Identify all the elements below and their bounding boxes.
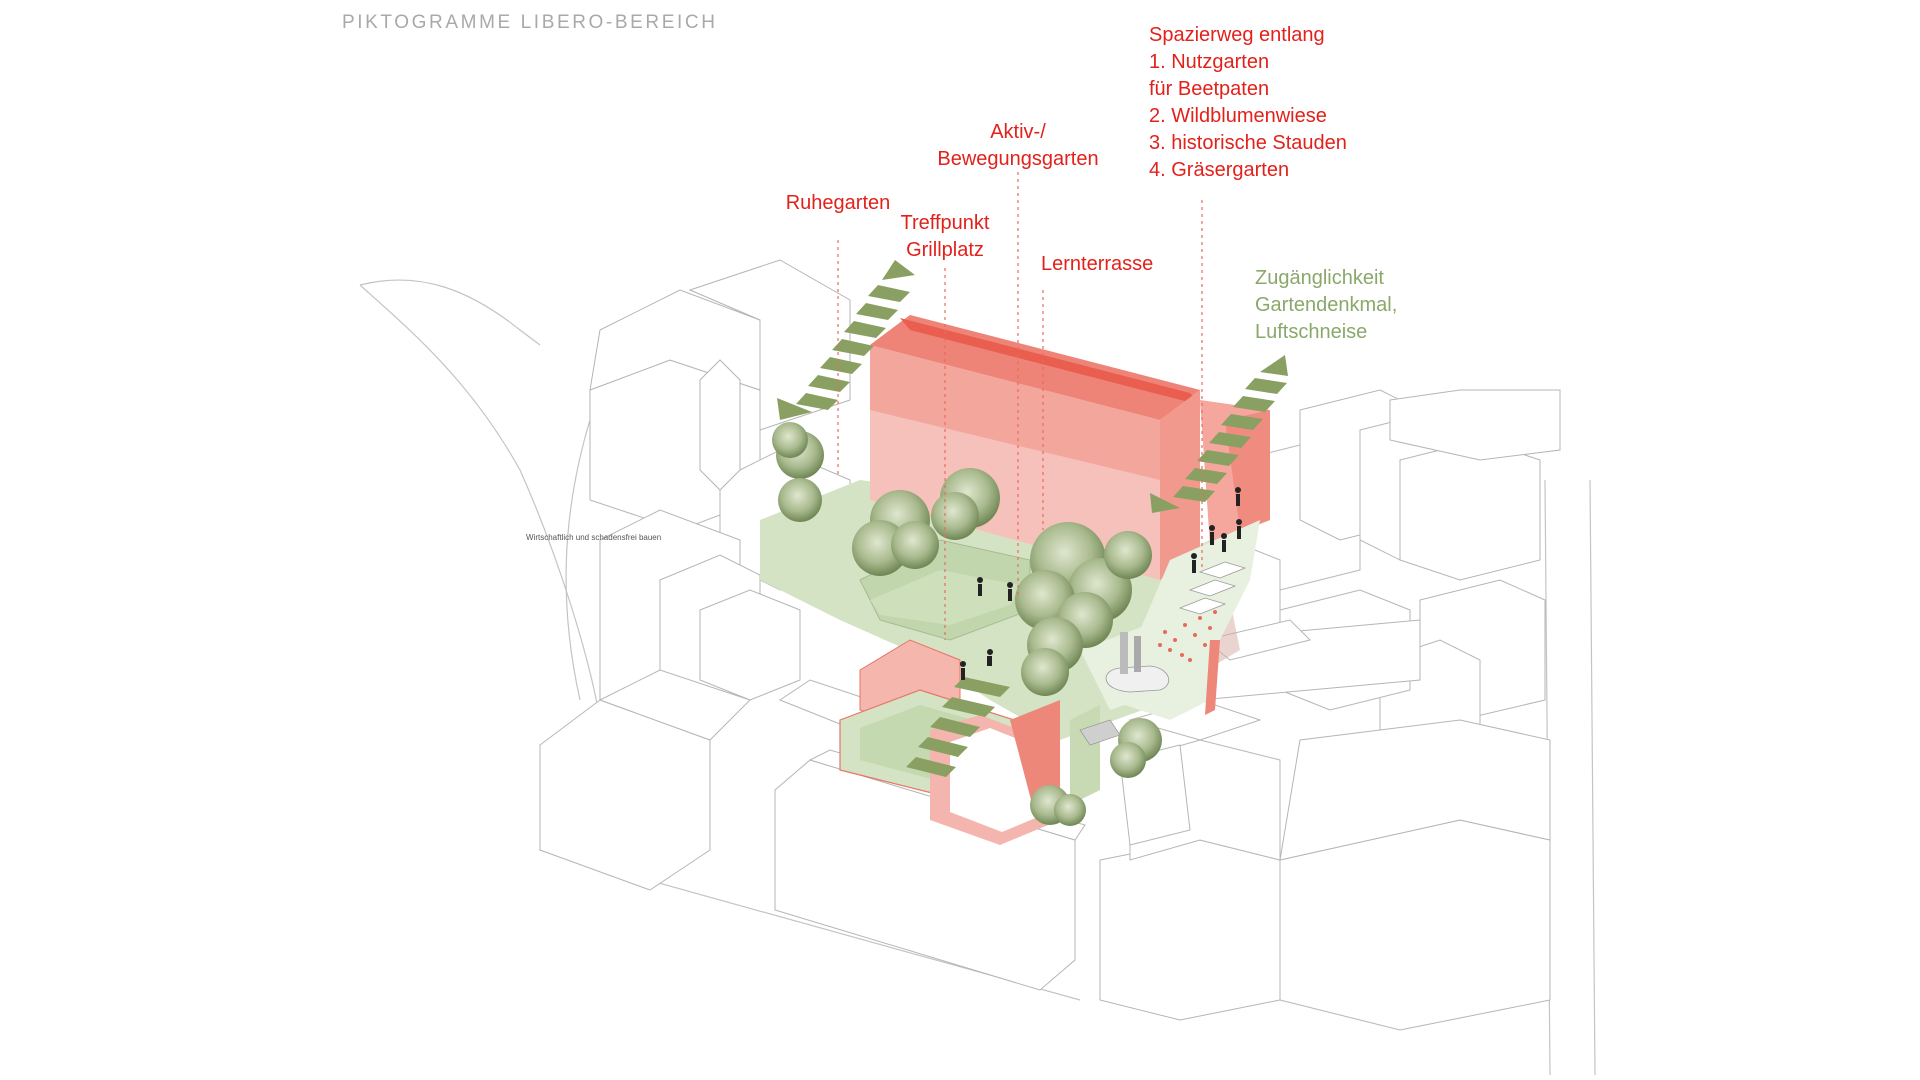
lower-gardens (839, 639, 1100, 845)
tree-icon (1030, 785, 1086, 826)
small-note: Wirtschaftlich und schadensfrei bauen (526, 533, 662, 542)
main-building (870, 315, 1270, 580)
label-treffpunkt: Treffpunkt Grillplatz (901, 210, 990, 264)
label-lernterrasse-text: Lernterrasse (1041, 253, 1154, 275)
person-icon (1221, 533, 1227, 552)
person-icon (1191, 553, 1197, 573)
tree-icon (1015, 522, 1132, 648)
label-treffpunkt-line2: Grillplatz (906, 239, 984, 261)
label-aktiv-line2: Bewegungsgarten (937, 148, 1099, 170)
person-icon (1235, 487, 1241, 506)
tree-icon (1021, 617, 1083, 696)
label-zugaenglichkeit-line2: Gartendenkmal, (1255, 294, 1398, 316)
trees (772, 422, 1162, 826)
label-spazierweg-item: 2. Wildblumenwiese (1149, 105, 1327, 127)
person-icon (960, 661, 966, 680)
page-heading: PIKTOGRAMME LIBERO-BEREICH (342, 12, 718, 33)
tree-icon (1104, 531, 1152, 579)
label-aktiv-bewegungsgarten: Aktiv-/ Bewegungsgarten (937, 119, 1098, 173)
garden-monument (1079, 632, 1170, 746)
label-aktiv-line1: Aktiv-/ (990, 121, 1046, 143)
person-icon (987, 649, 993, 666)
raised-beds (1178, 561, 1247, 615)
label-spazierweg-item: 3. historische Stauden (1149, 132, 1347, 154)
label-treffpunkt-line1: Treffpunkt (900, 212, 990, 234)
label-spazierweg: Spazierweg entlang 1. Nutzgarten für Bee… (1149, 22, 1347, 184)
label-spazierweg-item: 1. Nutzgarten (1149, 51, 1270, 73)
label-zugaenglichkeit-line3: Luftschneise (1255, 321, 1368, 343)
label-lernterrasse: Lernterrasse (1041, 251, 1153, 278)
arrow-center (906, 677, 1010, 777)
label-zugaenglichkeit: Zugänglichkeit Gartendenkmal, Luftschnei… (1255, 265, 1397, 346)
label-spazierweg-item: für Beetpaten (1149, 78, 1270, 100)
person-icon (1209, 525, 1215, 545)
tree-icon (772, 422, 824, 522)
arrow-left (777, 260, 915, 420)
arrow-right (1150, 355, 1288, 513)
person-icon (977, 577, 983, 596)
tree-icon (931, 468, 1000, 540)
person-icon (1236, 519, 1242, 539)
people (960, 487, 1242, 680)
wildflower-meadow (1158, 610, 1217, 662)
person-icon (1007, 582, 1013, 601)
label-ruhegarten: Ruhegarten (786, 190, 891, 217)
label-ruhegarten-text: Ruhegarten (785, 192, 891, 214)
tree-icon (852, 490, 939, 576)
label-spazierweg-item: 4. Gräsergarten (1149, 159, 1290, 181)
label-spazierweg-title: Spazierweg entlang (1149, 24, 1325, 46)
label-zugaenglichkeit-line1: Zugänglichkeit (1255, 267, 1384, 289)
tree-icon (1110, 718, 1162, 778)
leader-lines (837, 172, 1203, 640)
